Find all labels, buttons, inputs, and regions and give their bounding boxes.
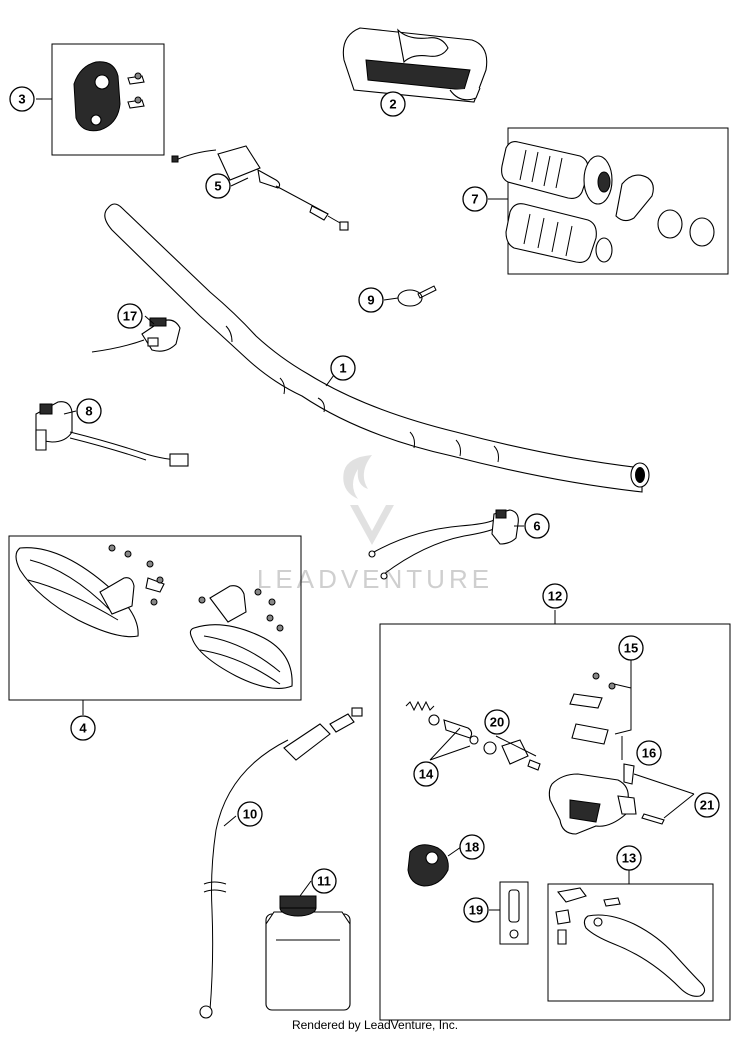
svg-text:16: 16 (642, 746, 656, 761)
svg-text:18: 18 (465, 840, 479, 855)
svg-text:11: 11 (317, 874, 331, 889)
switch-part-6[interactable] (368, 509, 519, 580)
callout-3[interactable]: 3 (9, 86, 35, 112)
handlebar-part[interactable] (104, 203, 650, 493)
callout-8[interactable]: 8 (76, 398, 102, 424)
callout-10[interactable]: 10 (237, 801, 263, 827)
callout-1[interactable]: 1 (330, 355, 356, 381)
svg-text:1: 1 (339, 361, 346, 376)
svg-text:19: 19 (469, 903, 483, 918)
callout-21[interactable]: 21 (694, 792, 720, 818)
callout-12[interactable]: 12 (542, 583, 568, 609)
svg-text:9: 9 (367, 293, 374, 308)
handguard-kit-part[interactable] (15, 544, 293, 689)
throttle-cable-part[interactable] (171, 145, 349, 231)
callout-9[interactable]: 9 (358, 287, 384, 313)
hydraulic-line-part[interactable] (199, 707, 363, 1019)
callout-14[interactable]: 14 (413, 761, 439, 787)
footer-credit: Rendered by LeadVenture, Inc. (291, 1018, 459, 1032)
callout-16[interactable]: 16 (636, 740, 662, 766)
callout-5[interactable]: 5 (205, 173, 231, 199)
watermark-text: LEADVENTURE (257, 564, 493, 594)
svg-text:21: 21 (700, 798, 714, 813)
part-4-box (8, 535, 302, 701)
callout-18[interactable]: 18 (459, 834, 485, 860)
svg-text:8: 8 (85, 404, 92, 419)
callout-15[interactable]: 15 (618, 635, 644, 661)
callout-4[interactable]: 4 (70, 715, 96, 741)
svg-text:10: 10 (243, 807, 257, 822)
svg-text:17: 17 (123, 309, 137, 324)
callout-20[interactable]: 20 (484, 709, 510, 735)
svg-text:3: 3 (18, 92, 25, 107)
svg-text:6: 6 (533, 519, 540, 534)
switch-part-17[interactable] (91, 317, 181, 353)
svg-text:4: 4 (79, 721, 87, 736)
callout-19[interactable]: 19 (463, 897, 489, 923)
brake-fluid-bottle-part[interactable] (265, 895, 351, 1011)
svg-text:5: 5 (214, 179, 221, 194)
callout-17[interactable]: 17 (117, 303, 143, 329)
bar-pad-part[interactable] (342, 27, 488, 103)
part-7-box (507, 127, 729, 275)
svg-text:15: 15 (624, 641, 638, 656)
leader-lines (36, 98, 695, 911)
cable-tie-part[interactable] (397, 285, 437, 307)
callout-13[interactable]: 13 (616, 845, 642, 871)
callout-11[interactable]: 11 (311, 868, 337, 894)
part-19-box (499, 881, 529, 945)
svg-text:13: 13 (622, 851, 636, 866)
callout-2[interactable]: 2 (380, 91, 406, 117)
switch-part-8[interactable] (35, 401, 189, 467)
svg-text:2: 2 (389, 97, 396, 112)
grip-set-part[interactable] (501, 141, 715, 263)
brake-lever-part[interactable] (555, 887, 706, 997)
handguard-bolts (108, 544, 284, 632)
leadventure-watermark-logo (343, 455, 394, 545)
svg-text:14: 14 (419, 767, 434, 782)
svg-text:7: 7 (471, 192, 478, 207)
callout-6[interactable]: 6 (524, 513, 550, 539)
part-13-box (547, 883, 714, 1002)
svg-text:20: 20 (490, 715, 504, 730)
switch-cover-part[interactable] (73, 61, 145, 132)
master-cylinder-kit-part[interactable] (405, 672, 665, 945)
svg-text:12: 12 (548, 589, 562, 604)
callout-7[interactable]: 7 (462, 186, 488, 212)
